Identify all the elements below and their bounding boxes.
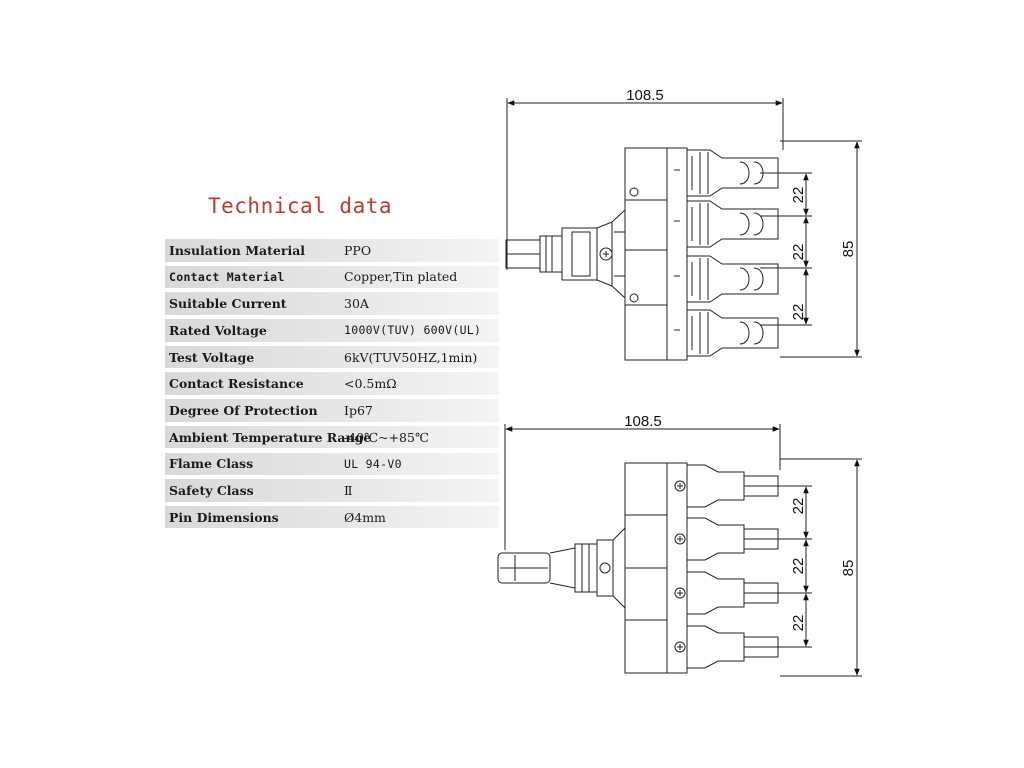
- bottom-width-dimension: 108.5: [624, 413, 662, 430]
- spec-value: Ø4mm: [344, 509, 386, 525]
- spec-value: 6kV(TUV50HZ,1min): [344, 349, 478, 365]
- spec-value: Ⅱ: [344, 482, 353, 498]
- spec-value: <0.5mΩ: [344, 376, 397, 392]
- spec-row-test-voltage: Test Voltage 6kV(TUV50HZ,1min): [165, 345, 499, 369]
- spec-label: Test Voltage: [169, 349, 255, 365]
- bottom-pitch-dimension-2: 22: [790, 558, 807, 575]
- spec-label: Flame Class: [169, 456, 254, 472]
- spec-row-suitable-current: Suitable Current 30A: [165, 292, 499, 315]
- top-pitch-dimension-2: 22: [790, 244, 807, 261]
- top-width-dimension: 108.5: [626, 87, 664, 104]
- title: Technical data: [208, 194, 393, 218]
- top-height-dimension: 85: [840, 241, 857, 258]
- spec-row-safety-class: Safety Class Ⅱ: [165, 479, 499, 502]
- spec-row-rated-voltage: Rated Voltage 1000V(TUV) 600V(UL): [165, 319, 499, 342]
- spec-label: Pin Dimensions: [169, 509, 279, 525]
- spec-label: Contact Material: [169, 269, 285, 284]
- bottom-pitch-dimension-1: 22: [790, 498, 807, 515]
- spec-label: Contact Resistance: [169, 376, 304, 392]
- bottom-pitch-dimension-3: 22: [790, 615, 807, 632]
- spec-row-contact-material: Contact Material Copper,Tin plated: [165, 265, 499, 289]
- spec-row-insulation-material: Insulation Material PPO: [165, 239, 499, 262]
- top-connector-drawing: [505, 98, 862, 361]
- spec-label: Ambient Temperature Range: [169, 429, 372, 445]
- spec-value: -40℃~+85℃: [344, 429, 429, 445]
- spec-label: Degree Of Protection: [169, 402, 318, 418]
- spec-label: Rated Voltage: [169, 322, 267, 338]
- spec-label: Suitable Current: [169, 296, 287, 312]
- spec-row-flame-class: Flame Class UL 94-V0: [165, 452, 499, 475]
- spec-row-ambient-temperature: Ambient Temperature Range -40℃~+85℃: [165, 425, 499, 449]
- bottom-height-dimension: 85: [840, 560, 857, 577]
- bottom-connector-drawing: [497, 424, 862, 677]
- spec-value: Ip67: [344, 402, 373, 418]
- spec-value: 30A: [344, 296, 369, 312]
- top-pitch-dimension-3: 22: [790, 304, 807, 321]
- spec-value: PPO: [344, 242, 372, 258]
- spec-row-degree-of-protection: Degree Of Protection Ip67: [165, 399, 499, 422]
- spec-label: Safety Class: [169, 482, 254, 498]
- spec-value: 1000V(TUV) 600V(UL): [344, 323, 482, 338]
- spec-value: UL 94-V0: [344, 456, 402, 471]
- spec-table: Insulation Material PPO Contact Material…: [165, 239, 499, 533]
- spec-value: Copper,Tin plated: [344, 269, 458, 285]
- spec-row-pin-dimensions: Pin Dimensions Ø4mm: [165, 505, 499, 529]
- spec-label: Insulation Material: [169, 242, 306, 258]
- top-pitch-dimension-1: 22: [790, 187, 807, 204]
- spec-row-contact-resistance: Contact Resistance <0.5mΩ: [165, 372, 499, 395]
